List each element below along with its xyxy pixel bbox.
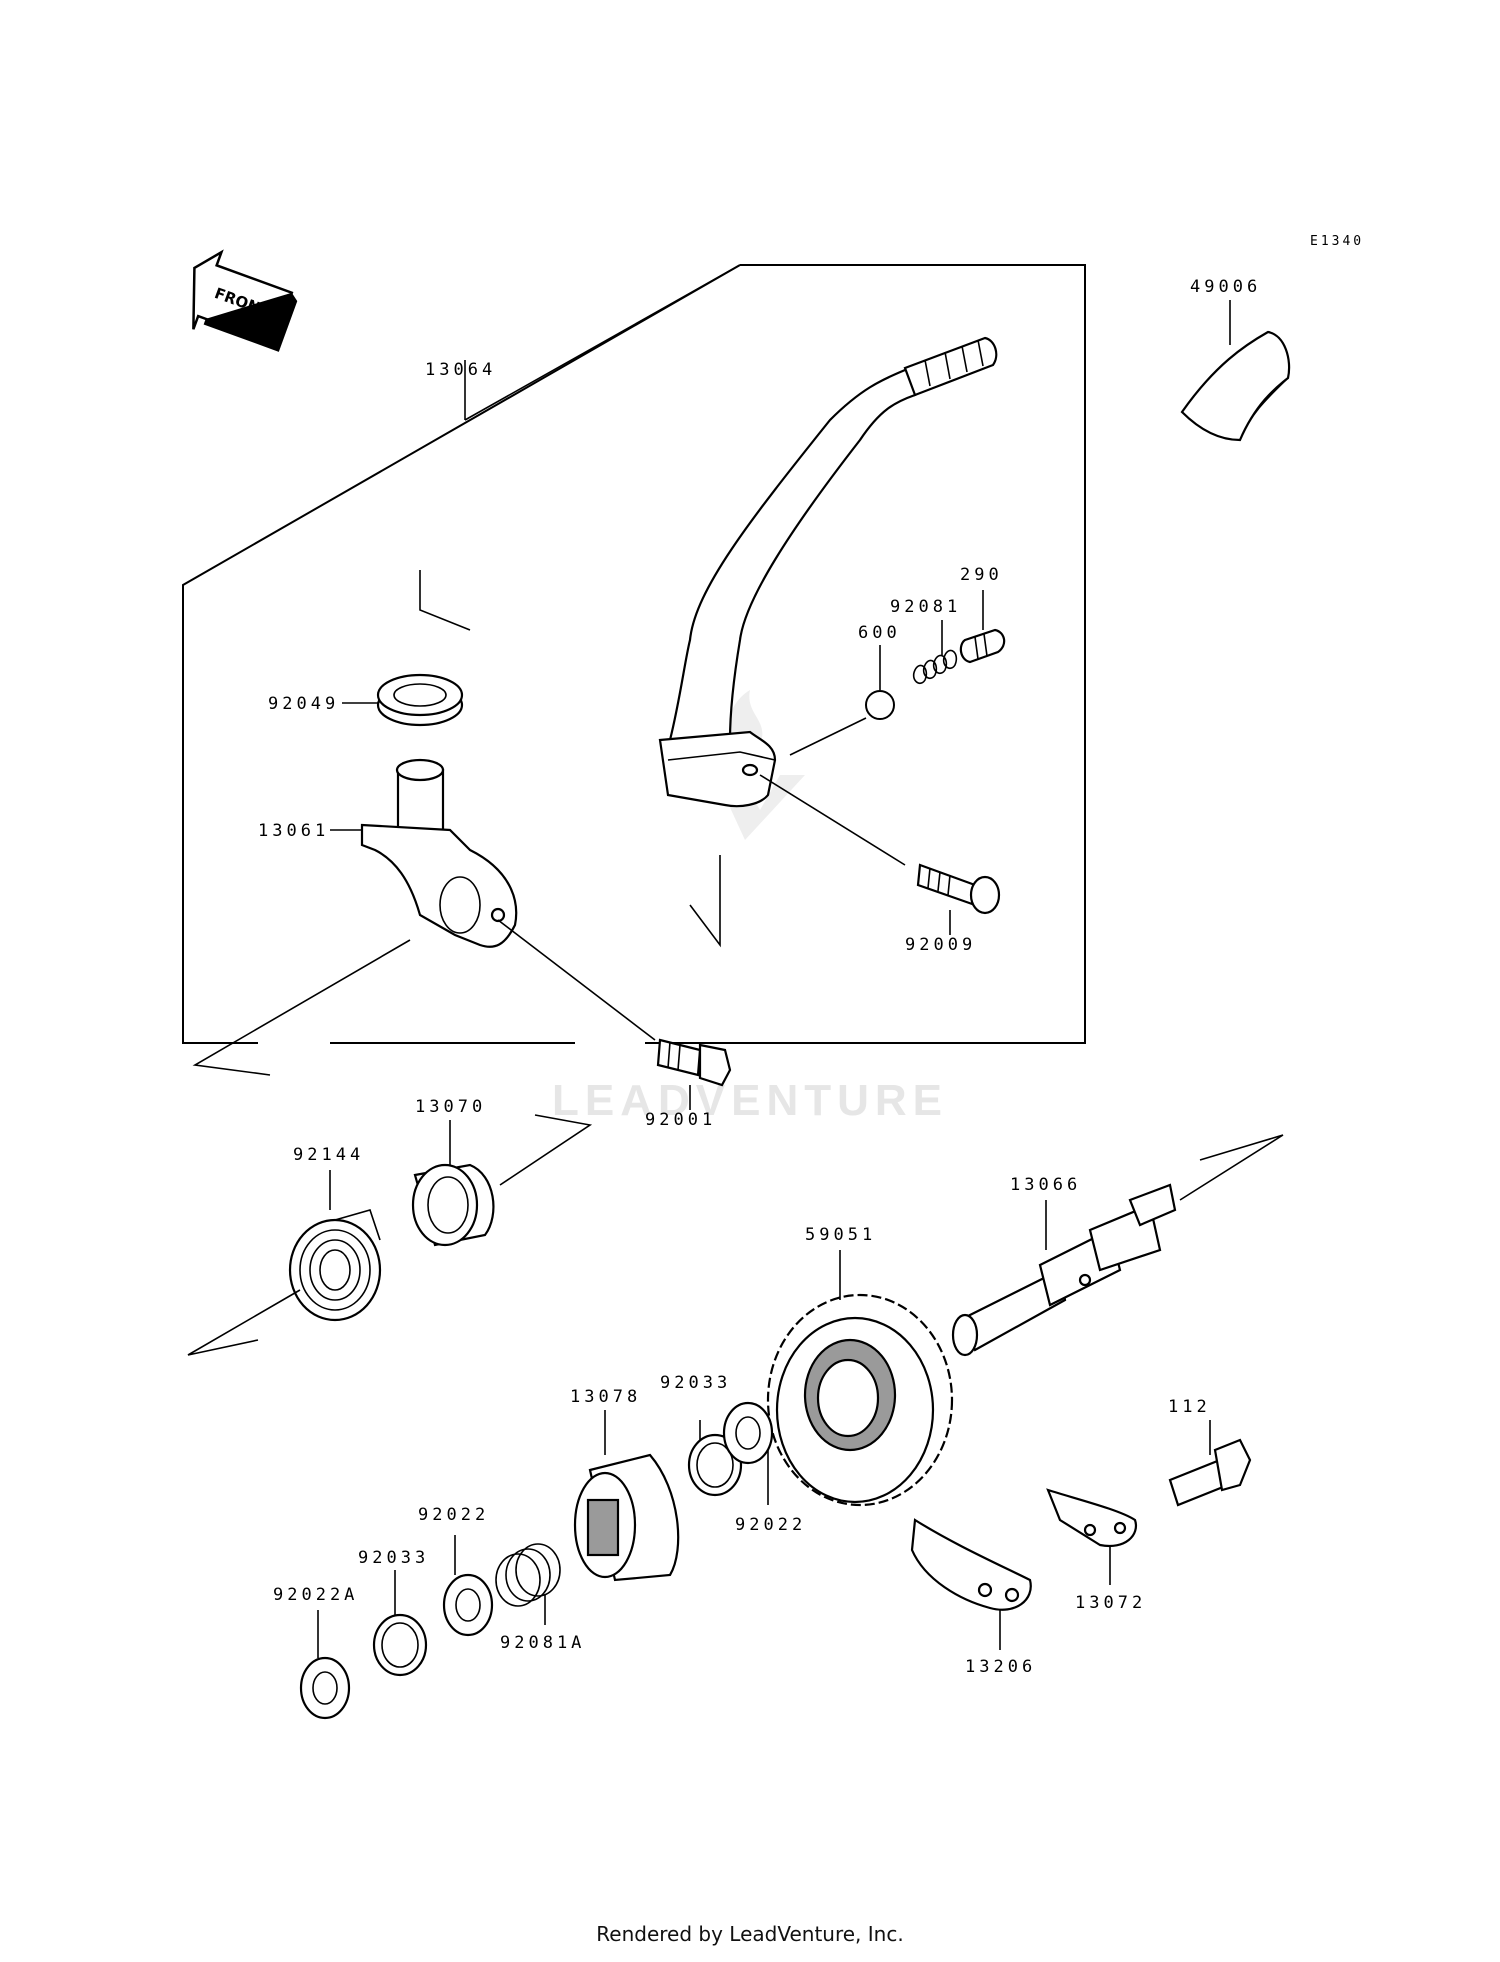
- part-92001-bolt: [656, 1038, 732, 1087]
- part-112-bolt: [1168, 1438, 1252, 1507]
- part-92022-washer-left: [442, 1573, 494, 1637]
- label-112: 112: [1168, 1397, 1211, 1417]
- part-92081A-spring: [495, 1543, 561, 1607]
- label-92081A: 92081A: [500, 1633, 585, 1653]
- assembly-boundary: [182, 264, 1086, 1044]
- label-59051: 59051: [805, 1225, 876, 1245]
- label-600: 600: [858, 623, 901, 643]
- label-13064: 13064: [425, 360, 496, 380]
- part-92144-spring: [288, 1209, 382, 1322]
- label-290: 290: [960, 565, 1003, 585]
- part-13061-kick-arm: [360, 758, 518, 948]
- part-13078-ratchet: [573, 1453, 680, 1582]
- part-59051-kick-gear: [766, 1293, 954, 1507]
- part-13066-kick-shaft: [951, 1183, 1177, 1357]
- label-13061: 13061: [258, 821, 329, 841]
- part-92022-washer-right: [722, 1401, 774, 1465]
- part-92081-spring: [912, 649, 958, 685]
- label-92033-lower: 92033: [358, 1548, 429, 1568]
- label-92081: 92081: [890, 597, 961, 617]
- part-13070-collar: [411, 1163, 495, 1247]
- label-92001: 92001: [645, 1110, 716, 1130]
- diagram-code: E1340: [1310, 234, 1364, 249]
- label-49006: 49006: [1190, 277, 1261, 297]
- label-92144: 92144: [293, 1145, 364, 1165]
- label-13078: 13078: [570, 1387, 641, 1407]
- part-92022A-washer: [299, 1656, 351, 1720]
- part-600-ball: [865, 690, 895, 720]
- label-13070: 13070: [415, 1097, 486, 1117]
- front-arrow-icon: FRONT: [192, 249, 298, 352]
- part-49006-cover: [1180, 330, 1291, 442]
- part-13206-plate: [910, 1518, 1032, 1611]
- part-92049-seal: [376, 673, 464, 727]
- part-13064-kick-pedal: [658, 336, 998, 808]
- footer-credit: Rendered by LeadVenture, Inc.: [596, 1922, 904, 1946]
- part-92009-bolt: [916, 863, 1001, 915]
- label-92009: 92009: [905, 935, 976, 955]
- part-13072-plate: [1046, 1488, 1138, 1548]
- pedal-rubber-grip: [903, 336, 998, 397]
- watermark-text: LEADVENTURE: [552, 1076, 948, 1125]
- label-13206: 13206: [965, 1657, 1036, 1677]
- part-290-pin: [959, 628, 1006, 664]
- label-92049: 92049: [268, 694, 339, 714]
- label-92033-upper: 92033: [660, 1373, 731, 1393]
- label-92022A: 92022A: [273, 1585, 358, 1605]
- label-92022-left: 92022: [418, 1505, 489, 1525]
- part-92033-circlip-lower: [372, 1613, 428, 1677]
- label-92022-right: 92022: [735, 1515, 806, 1535]
- label-13066: 13066: [1010, 1175, 1081, 1195]
- label-13072: 13072: [1075, 1593, 1146, 1613]
